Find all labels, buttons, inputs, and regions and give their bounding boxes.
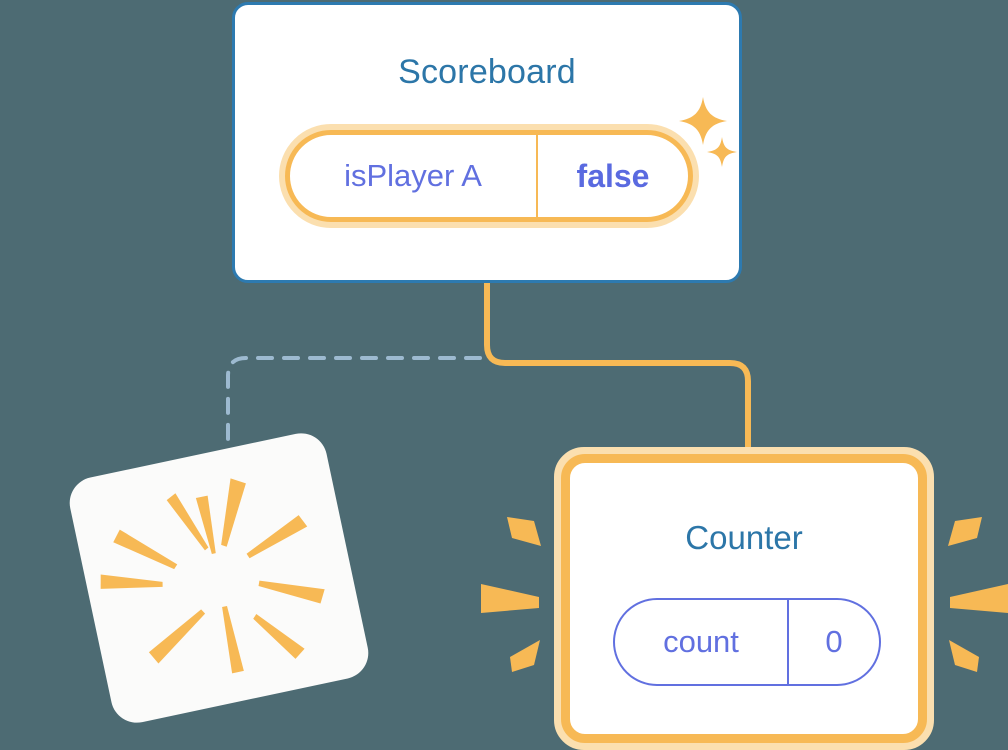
- pill-glow-ring: [279, 124, 699, 228]
- counter-card-body: Counter count 0: [561, 454, 927, 743]
- card-counter[interactable]: Counter count 0: [554, 447, 934, 750]
- scoreboard-title: Scoreboard: [398, 53, 576, 91]
- counter-state-pill[interactable]: count 0: [613, 598, 881, 686]
- ray-right-middle: [950, 584, 1008, 613]
- ray-left-middle: [481, 584, 539, 613]
- scoreboard-state-value: false: [576, 157, 650, 194]
- ray-left-bottom: [510, 640, 540, 672]
- card-scoreboard[interactable]: Scoreboard isPlayer A false: [232, 2, 742, 283]
- connector-scoreboard-to-counter: [484, 281, 751, 452]
- counter-title: Counter: [685, 519, 803, 556]
- counter-state-value: 0: [825, 624, 843, 659]
- ray-left-top: [507, 517, 541, 546]
- scoreboard-state-key: isPlayer A: [290, 135, 538, 217]
- pill-body: isPlayer A false: [285, 130, 693, 222]
- scoreboard-state-pill[interactable]: isPlayer A false: [279, 124, 699, 228]
- card-blank[interactable]: [64, 428, 374, 728]
- counter-state-key: count: [615, 600, 789, 684]
- ray-right-top: [948, 517, 982, 546]
- ray-right-bottom: [949, 640, 979, 672]
